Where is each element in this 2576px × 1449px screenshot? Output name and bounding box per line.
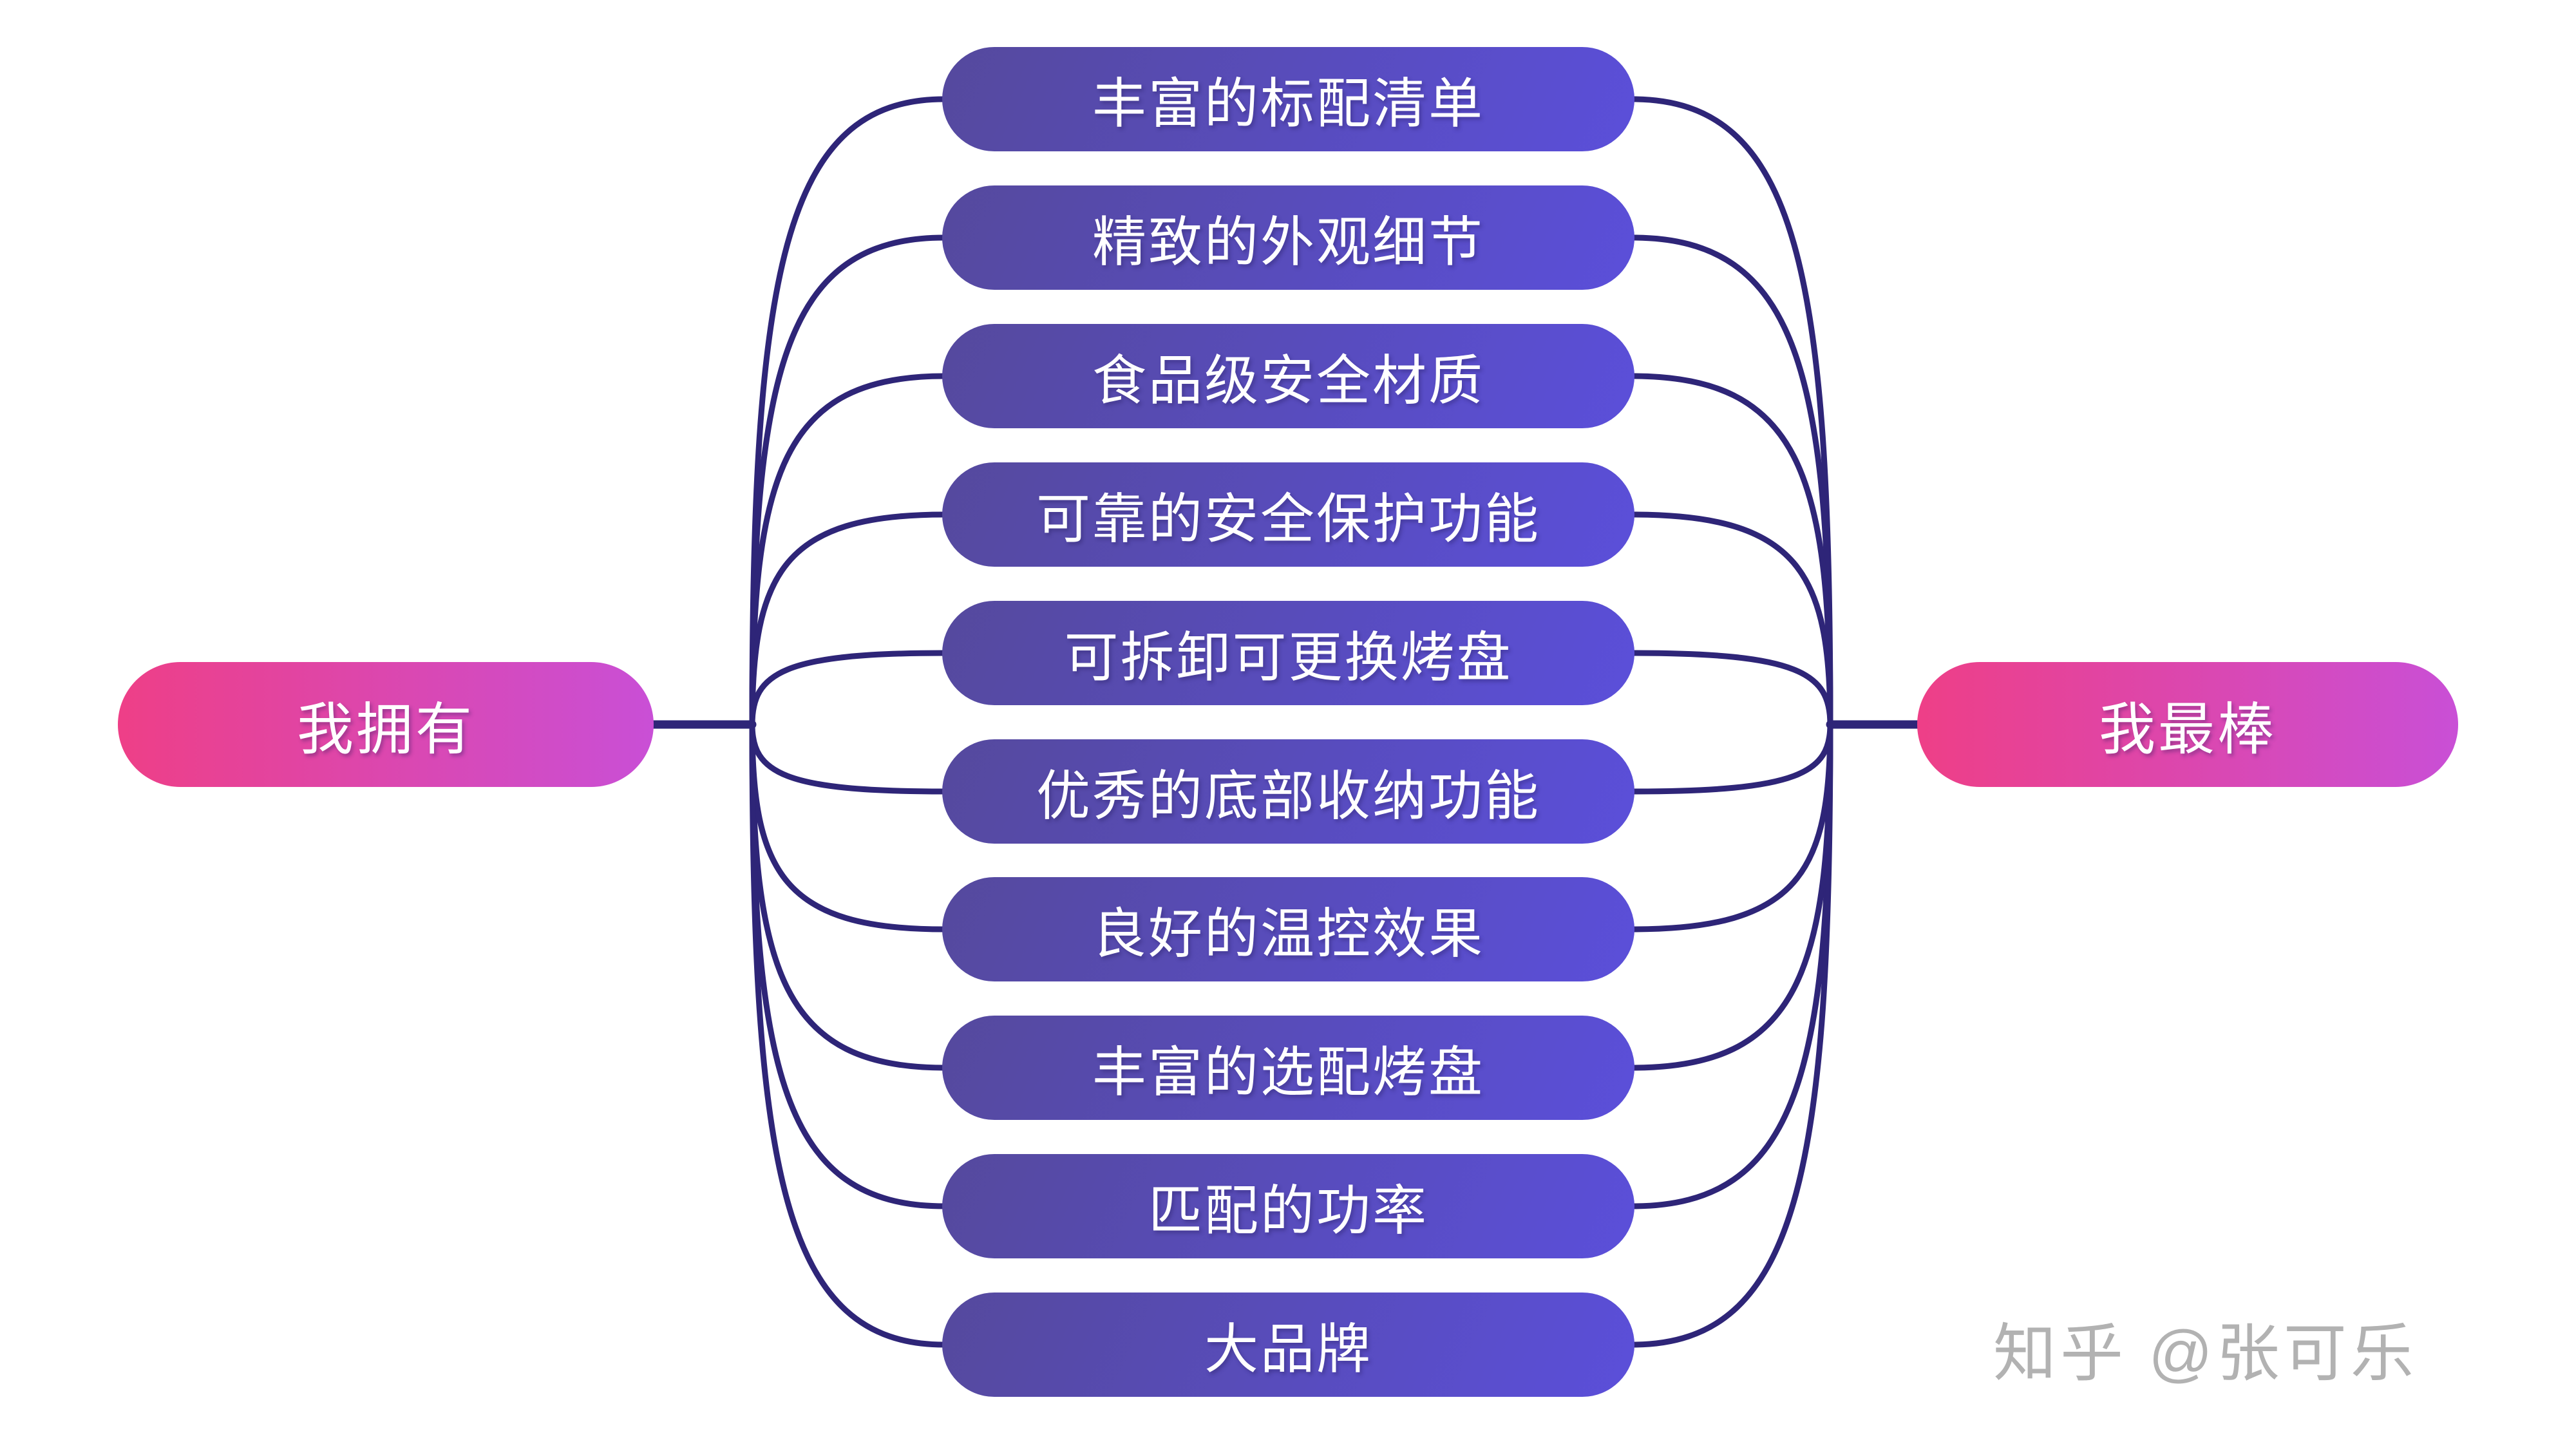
connector-path <box>749 721 947 1348</box>
topic-pill-label: 丰富的选配烤盘 <box>1092 1041 1484 1103</box>
topic-pill-label: 丰富的标配清单 <box>1092 73 1484 134</box>
topic-pill: 良好的温控效果 <box>942 877 1634 981</box>
topic-pill: 丰富的选配烤盘 <box>942 1016 1634 1120</box>
watermark-text: 知乎 @张可乐 <box>1993 1318 2418 1388</box>
topic-pill: 丰富的标配清单 <box>942 47 1634 151</box>
connector-path <box>749 650 947 728</box>
topic-pill-label: 可靠的安全保护功能 <box>1036 488 1540 549</box>
connector-path <box>749 373 947 728</box>
topic-pill: 大品牌 <box>942 1293 1634 1397</box>
connector-path <box>1629 721 1833 1348</box>
topic-pill-label: 可拆卸可更换烤盘 <box>1064 627 1513 688</box>
connector-path <box>749 511 947 728</box>
connector-path <box>1629 721 1833 795</box>
topic-pill-label: 良好的温控效果 <box>1092 903 1484 964</box>
root-node-left-label: 我拥有 <box>296 697 475 761</box>
topic-pill-label: 精致的外观细节 <box>1092 211 1484 272</box>
connector-path <box>1629 373 1833 728</box>
connector-path <box>1629 96 1833 728</box>
connector-path <box>1629 721 1833 1209</box>
root-node-right: 我最棒 <box>1917 662 2458 787</box>
root-node-right-label: 我最棒 <box>2098 697 2277 761</box>
topic-pill-label: 匹配的功率 <box>1148 1180 1428 1241</box>
topic-pill: 可靠的安全保护功能 <box>942 462 1634 567</box>
topic-pill-label: 食品级安全材质 <box>1092 350 1484 411</box>
connector-path <box>749 721 947 933</box>
topic-pill-label: 优秀的底部收纳功能 <box>1036 765 1540 826</box>
topic-pill: 食品级安全材质 <box>942 324 1634 428</box>
connector-path <box>749 721 947 795</box>
connector-path <box>1629 234 1833 728</box>
topic-pill: 匹配的功率 <box>942 1154 1634 1258</box>
connector-path <box>749 96 947 728</box>
connector-path <box>1629 650 1833 728</box>
topic-pill: 优秀的底部收纳功能 <box>942 739 1634 844</box>
topic-pill: 可拆卸可更换烤盘 <box>942 601 1634 705</box>
watermark: 知乎 @张可乐 <box>1993 1302 2418 1394</box>
topic-pill: 精致的外观细节 <box>942 185 1634 290</box>
connector-path <box>749 721 947 1209</box>
connector-path <box>1629 721 1833 933</box>
root-node-left: 我拥有 <box>118 662 654 787</box>
topic-pill-label: 大品牌 <box>1204 1318 1372 1379</box>
connector-path <box>1629 511 1833 728</box>
